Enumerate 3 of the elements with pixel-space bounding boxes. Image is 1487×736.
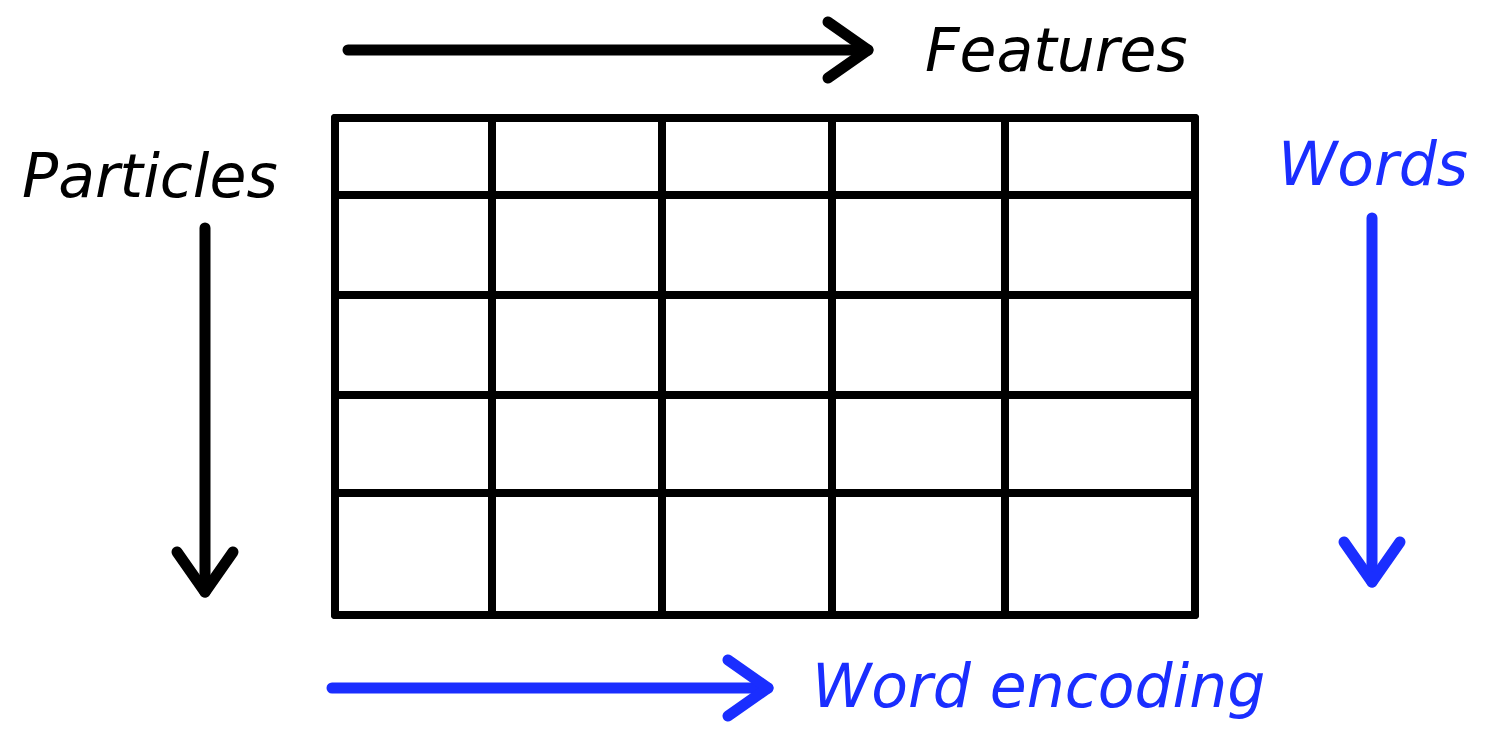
axis-label: Words	[1278, 134, 1469, 194]
axis-label: Features	[925, 20, 1188, 80]
axis-label: Particles	[22, 146, 278, 206]
